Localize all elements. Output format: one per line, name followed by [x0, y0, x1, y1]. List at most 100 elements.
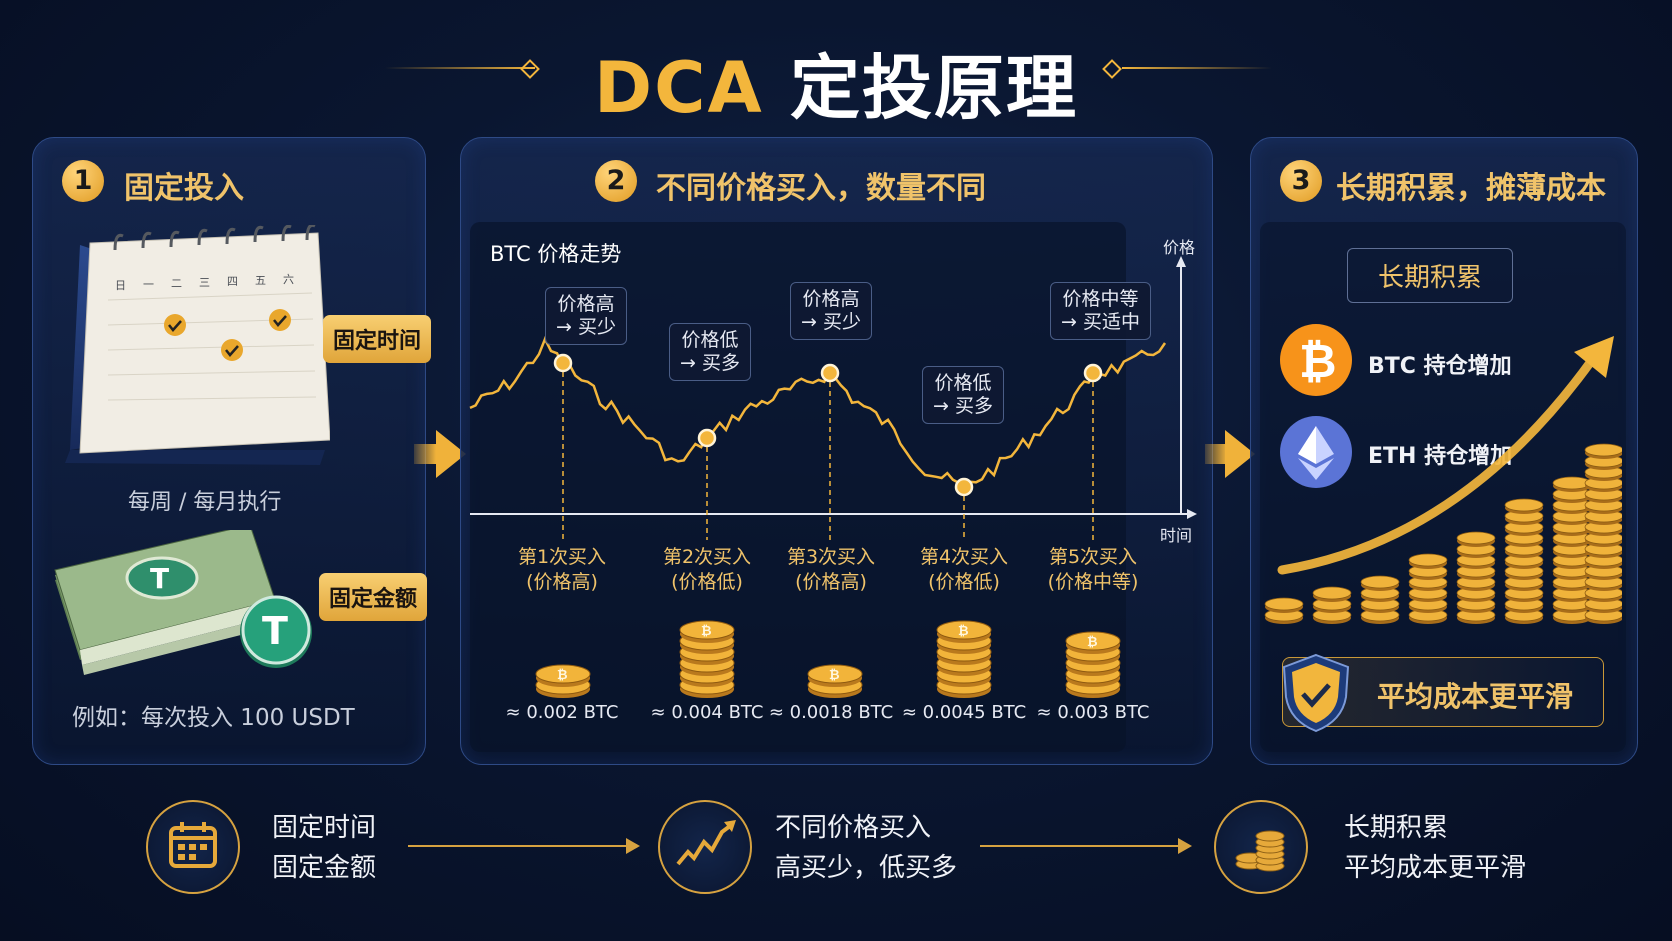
bubble-5-line2: → 买适中 [1061, 311, 1140, 333]
weekday-2: 二 [171, 277, 182, 290]
bottom-step2-text: 不同价格买入 高买少，低买多 [775, 808, 957, 888]
buy-5-label: 第5次买入 (价格中等) [1033, 545, 1153, 595]
usdt-cash-icon: T T [54, 530, 312, 675]
bubble-1-line2: → 买少 [556, 316, 616, 338]
bubble-4-line1: 价格低 [934, 372, 992, 394]
growth-arrow-head [1574, 336, 1614, 378]
buy-3-line2: (价格高) [795, 571, 867, 593]
weekday-4: 四 [227, 275, 238, 288]
buy-4-label: 第4次买入 (价格低) [904, 545, 1024, 595]
btc-icon: ₿ [1280, 324, 1352, 396]
buy-2-line2: (价格低) [671, 571, 743, 593]
bubble-2-line2: → 买多 [680, 352, 740, 374]
bubble-1: 价格高 → 买少 [545, 287, 627, 345]
panel2-title: 不同价格买入，数量不同 [656, 171, 986, 206]
caption-weekly-monthly: 每周 / 每月执行 [128, 490, 282, 515]
axis-x-label: 时间 [1160, 526, 1193, 545]
smooth-cost-label: 平均成本更平滑 [1377, 680, 1574, 713]
svg-text:T: T [150, 562, 169, 595]
growth-coin-stacks [1264, 336, 1622, 624]
buy-2-line1: 第2次买入 [662, 546, 752, 568]
growth-stack-4 [1408, 553, 1448, 624]
bottom-step1-line2: 固定金额 [272, 853, 377, 883]
weekday-3: 三 [199, 276, 210, 289]
chart-title: BTC 价格走势 [490, 242, 622, 266]
svg-text:T: T [262, 609, 288, 653]
bubble-2: 价格低 → 买多 [669, 323, 751, 381]
bubble-4: 价格低 → 买多 [922, 366, 1004, 424]
bottom-arrow-1-head [626, 838, 640, 854]
buy-3-line1: 第3次买入 [786, 546, 876, 568]
bubble-2-line1: 价格低 [681, 329, 739, 351]
arrow-stem-2 [1205, 444, 1227, 464]
weekday-6: 六 [283, 273, 294, 286]
step-number-3: 3 [1280, 160, 1322, 202]
buy-5-amount: ≈ 0.003 BTC [1036, 702, 1150, 723]
buy-3-marker [820, 363, 840, 383]
title-deco-left [385, 67, 535, 69]
page-title: DCA 定投原理 [0, 32, 1672, 133]
buy-5-line2: (价格中等) [1047, 571, 1139, 593]
buy-4-line2: (价格低) [928, 571, 1000, 593]
arrow-stem-1 [414, 444, 436, 464]
caption-usdt-example: 例如：每次投入 100 USDT [72, 705, 355, 731]
title-row: DCA 定投原理 [0, 22, 1672, 129]
axis-y-label: 价格 [1163, 238, 1196, 257]
weekday-1: 一 [143, 278, 154, 291]
bottom-trend-circle [658, 800, 752, 894]
panel1-title: 固定投入 [124, 171, 244, 206]
bubble-5: 价格中等 → 买适中 [1050, 282, 1151, 340]
buy-4-marker [954, 477, 974, 497]
subtitle-long-term: 长期积累 [1347, 248, 1514, 303]
growth-stack-6 [1504, 498, 1544, 624]
eth-holding-label: ETH 持仓增加 [1368, 444, 1513, 469]
buy-3-label: 第3次买入 (价格高) [771, 545, 891, 595]
bottom-step3-line2: 平均成本更平滑 [1344, 853, 1527, 883]
panel3-title: 长期积累，摊薄成本 [1336, 171, 1606, 206]
btc-holding-label: BTC 持仓增加 [1368, 354, 1512, 379]
buy-4-amount: ≈ 0.0045 BTC [901, 702, 1027, 723]
growth-stack-8 [1584, 443, 1622, 624]
calendar-icon: 日 一 二 三 四 五 六 [65, 225, 330, 465]
buy-1-amount: ≈ 0.002 BTC [505, 702, 619, 723]
buy-2-label: 第2次买入 (价格低) [647, 545, 767, 595]
bubble-1-line1: 价格高 [557, 293, 615, 315]
bubble-5-line1: 价格中等 [1062, 288, 1139, 310]
buy-1-line2: (价格高) [526, 571, 598, 593]
title-rest: 定投原理 [790, 47, 1079, 129]
growth-stack-1 [1264, 597, 1304, 624]
buy-3-amount: ≈ 0.0018 BTC [768, 702, 894, 723]
bottom-calendar-circle [146, 800, 240, 894]
weekday-5: 五 [255, 274, 266, 287]
growth-stack-2 [1312, 586, 1352, 624]
bottom-step1-text: 固定时间 固定金额 [272, 808, 376, 888]
buy-2-amount: ≈ 0.004 BTC [650, 702, 764, 723]
bottom-step2-line1: 不同价格买入 [775, 813, 932, 843]
tag-fixed-time: 固定时间 [323, 315, 432, 363]
step-number-1: 1 [62, 160, 104, 202]
bubble-3: 价格高 → 买少 [790, 282, 872, 340]
bubble-4-line2: → 买多 [933, 395, 993, 417]
buy-1-line1: 第1次买入 [517, 546, 607, 568]
buy-5-line1: 第5次买入 [1048, 546, 1138, 568]
bubble-3-line2: → 买少 [801, 311, 861, 333]
bottom-arrow-2-line [980, 845, 1180, 847]
growth-stack-7 [1552, 476, 1592, 624]
bottom-step3-line1: 长期积累 [1344, 813, 1449, 843]
bottom-step2-line2: 高买少，低买多 [775, 853, 958, 883]
title-deco-right [1122, 67, 1272, 69]
buy-1-label: 第1次买入 (价格高) [502, 545, 622, 595]
svg-text:₿: ₿ [1299, 334, 1337, 388]
bubble-3-line1: 价格高 [802, 288, 860, 310]
bottom-arrow-2-head [1178, 838, 1192, 854]
calendar-small-icon [169, 822, 217, 868]
buy-5-marker [1083, 363, 1103, 383]
x-axis-arrowhead [1187, 509, 1197, 519]
bottom-step1-line1: 固定时间 [272, 813, 377, 843]
trend-up-icon [676, 820, 736, 866]
tag-fixed-amount: 固定金额 [319, 573, 428, 621]
buy-2-marker [697, 428, 717, 448]
growth-stack-3 [1360, 575, 1400, 624]
step-number-2: 2 [595, 160, 637, 202]
